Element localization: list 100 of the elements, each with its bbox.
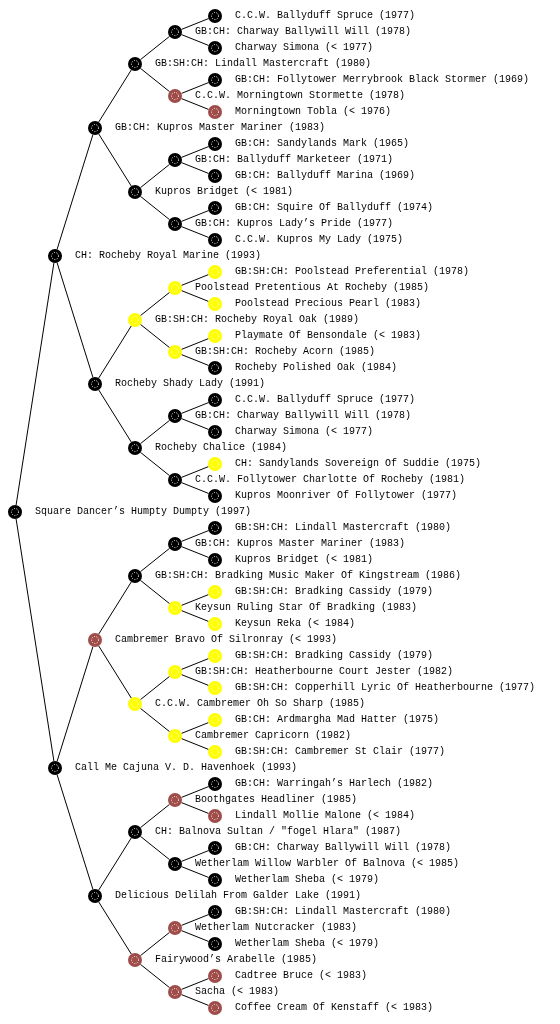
pedigree-line [139, 291, 171, 317]
pedigree-line [181, 210, 209, 222]
dog-name: Kupros Bridget (< 1981) [155, 186, 294, 198]
pedigree-line [139, 67, 171, 93]
dog-name: CH: Sandylands Sovereign Of Suddie (1975) [235, 458, 482, 470]
dog-name: CH: Rocheby Royal Marine (1993) [75, 250, 262, 262]
dog-name: C.C.W. Kupros My Lady (1975) [235, 234, 404, 246]
pedigree-line [181, 98, 209, 110]
dog-name: Charway Simona (< 1977) [235, 42, 374, 54]
dog-name: Boothgates Headliner (1985) [195, 794, 358, 806]
dog-name: Rocheby Chalice (1984) [155, 442, 288, 454]
dog-name: Rocheby Polished Oak (1984) [235, 362, 398, 374]
pedigree-line [98, 133, 132, 187]
pedigree-line [98, 645, 132, 699]
pedigree-line [139, 803, 171, 829]
pedigree-line [181, 658, 209, 670]
dog-name: GB:CH: Follytower Merrybrook Black Stormer (1969) [235, 74, 530, 86]
pedigree-line [181, 274, 209, 286]
dog-name: GB:SH:CH: Poolstead Preferential (1978) [235, 266, 470, 278]
dog-name: GB:CH: Kupros Master Mariner (1983) [115, 122, 326, 134]
dog-name: CH: Balnova Sultan / "fogel Hlara" (1987) [155, 826, 402, 838]
pedigree-line [181, 226, 209, 238]
pedigree-line [139, 931, 171, 957]
dog-name: GB:CH: Sandylands Mark (1965) [235, 138, 410, 150]
dog-name: Call Me Cajuna V. D. Havenhoek (1993) [75, 762, 298, 774]
dog-name: GB:SH:CH: Lindall Mastercraft (1980) [155, 58, 372, 70]
dog-name: Cadtree Bruce (< 1983) [235, 970, 368, 982]
dog-name: GB:CH: Charway Ballywill Will (1978) [235, 842, 452, 854]
pedigree-line [98, 389, 132, 443]
dog-name: GB:SH:CH: Rocheby Acorn (1985) [195, 346, 376, 358]
dog-name: Poolstead Precious Pearl (1983) [235, 298, 422, 310]
pedigree-line [98, 837, 132, 891]
pedigree-line [181, 530, 209, 542]
pedigree-line [139, 451, 171, 477]
pedigree-line [139, 835, 171, 861]
dog-name: GB:CH: Warringah’s Harlech (1982) [235, 778, 434, 790]
dog-name: GB:CH: Kupros Master Mariner (1983) [195, 538, 406, 550]
dog-name: Morningtown Tobla (< 1976) [235, 106, 392, 118]
pedigree-line [181, 546, 209, 558]
pedigree-line [98, 901, 132, 955]
pedigree-line [15, 262, 55, 506]
dog-name: C.C.W. Ballyduff Spruce (1977) [235, 10, 416, 22]
dog-name: Keysun Reka (< 1984) [235, 618, 356, 630]
dog-name: Wetherlam Sheba (< 1979) [235, 938, 380, 950]
dog-name: GB:SH:CH: Cambremer St Clair (1977) [235, 746, 446, 758]
pedigree-line [181, 466, 209, 478]
pedigree-line [181, 738, 209, 750]
dog-name: GB:SH:CH: Bradking Cassidy (1979) [235, 586, 434, 598]
dog-name: Charway Simona (< 1977) [235, 426, 374, 438]
pedigree-line [139, 675, 171, 701]
dog-name: Wetherlam Willow Warbler Of Balnova (< 1985) [195, 858, 460, 870]
dog-name: Fairywood’s Arabelle (1985) [155, 954, 318, 966]
pedigree-line [181, 18, 209, 30]
dog-name: Cambremer Capricorn (1982) [195, 730, 352, 742]
dog-name: GB:SH:CH: Bradking Music Maker Of Kingstream (1986) [155, 570, 462, 582]
dog-name: Keysun Ruling Star Of Bradking (1983) [195, 602, 418, 614]
pedigree-line [181, 786, 209, 798]
pedigree-line [181, 866, 209, 878]
pedigree-line [139, 163, 171, 189]
pedigree-line [139, 419, 171, 445]
dog-name: C.C.W. Morningtown Stormette (1978) [195, 90, 406, 102]
pedigree-line [181, 850, 209, 862]
dog-name: GB:SH:CH: Copperhill Lyric Of Heatherbourne (1977) [235, 682, 536, 694]
dog-name: Playmate Of Bensondale (< 1983) [235, 330, 422, 342]
dog-name: Delicious Delilah From Galder Lake (1991) [115, 890, 362, 902]
dog-name: GB:CH: Charway Ballywill Will (1978) [195, 26, 412, 38]
dog-name: GB:SH:CH: Rocheby Royal Oak (1989) [155, 314, 360, 326]
dog-name: C.C.W. Cambremer Oh So Sharp (1985) [155, 698, 366, 710]
pedigree-line [181, 914, 209, 926]
pedigree-line [181, 994, 209, 1006]
pedigree-line [181, 338, 209, 350]
pedigree-line [98, 581, 132, 635]
pedigree-line [181, 802, 209, 814]
dog-name: GB:CH: Kupros Lady’s Pride (1977) [195, 218, 394, 230]
pedigree-line [139, 195, 171, 221]
dog-name: GB:CH: Squire Of Ballyduff (1974) [235, 202, 434, 214]
dog-name: Wetherlam Sheba (< 1979) [235, 874, 380, 886]
dog-name: Poolstead Pretentious At Rocheby (1985) [195, 282, 430, 294]
dog-name: C.C.W. Follytower Charlotte Of Rocheby (1981) [195, 474, 466, 486]
dog-name: GB:CH: Charway Ballywill Will (1978) [195, 410, 412, 422]
pedigree-line [139, 707, 171, 733]
dog-name: Wetherlam Nutcracker (1983) [195, 922, 358, 934]
dog-name: GB:CH: Ballyduff Marketeer (1971) [195, 154, 394, 166]
pedigree-line [181, 82, 209, 94]
pedigree-line [56, 646, 94, 762]
pedigree-line [181, 978, 209, 990]
pedigree-line [139, 547, 171, 573]
dog-name: Sacha (< 1983) [195, 986, 279, 998]
pedigree-line [181, 930, 209, 942]
pedigree-line [98, 69, 132, 123]
pedigree-line [56, 774, 94, 890]
pedigree-line [98, 325, 132, 379]
pedigree-line [181, 34, 209, 46]
dog-name: GB:SH:CH: Lindall Mastercraft (1980) [235, 906, 452, 918]
pedigree-line [56, 262, 94, 378]
pedigree-line [181, 354, 209, 366]
dog-name: GB:CH: Ballyduff Marina (1969) [235, 170, 416, 182]
dog-name: Rocheby Shady Lady (1991) [115, 378, 266, 390]
pedigree-line [56, 134, 94, 250]
dog-name: Kupros Bridget (< 1981) [235, 554, 374, 566]
